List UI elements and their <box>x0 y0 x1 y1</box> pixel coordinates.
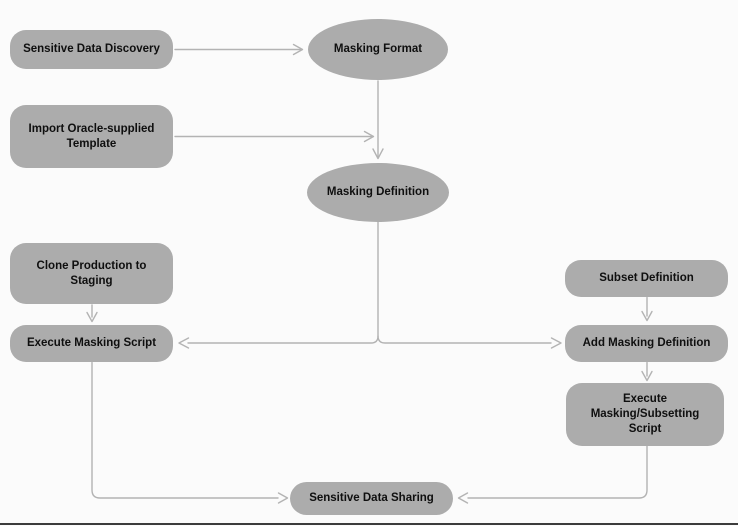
arrowhead-right-icon <box>277 492 289 504</box>
edge-execscript-to-sharing <box>91 361 289 504</box>
node-sensitive-data-discovery: Sensitive Data Discovery <box>10 30 173 69</box>
edge-discovery-to-format <box>174 43 304 56</box>
edge-import-to-spine <box>174 130 375 143</box>
edge-execms-to-sharing <box>457 445 648 504</box>
edge-format-to-definition <box>372 80 384 160</box>
arrowhead-left-icon <box>457 492 469 504</box>
edge-clone-to-execscript <box>86 304 98 323</box>
node-import-oracle-supplied-template: Import Oracle-supplied Template <box>10 105 173 168</box>
bottom-border-bar <box>0 523 738 525</box>
node-masking-definition: Masking Definition <box>307 163 449 222</box>
node-execute-masking-subsetting-script: Execute Masking/Subsetting Script <box>566 383 724 446</box>
arrowhead-down-icon <box>86 311 98 323</box>
node-sensitive-data-sharing: Sensitive Data Sharing <box>290 482 453 515</box>
node-clone-production-to-staging: Clone Production to Staging <box>10 243 173 304</box>
arrowhead-down-icon <box>372 148 384 160</box>
node-add-masking-definition: Add Masking Definition <box>565 325 728 362</box>
edge-definition-split <box>178 221 562 349</box>
node-execute-masking-script: Execute Masking Script <box>10 325 173 362</box>
arrowhead-right-icon <box>363 130 375 143</box>
node-subset-definition: Subset Definition <box>565 260 728 297</box>
arrowhead-left-icon <box>178 337 190 349</box>
edge-subset-to-addmask <box>641 296 653 322</box>
node-masking-format: Masking Format <box>308 19 448 80</box>
arrowhead-down-icon <box>641 370 653 382</box>
arrowhead-right-icon <box>550 337 562 349</box>
arrowhead-down-icon <box>641 310 653 322</box>
edge-addmask-to-execms <box>641 361 653 382</box>
arrowhead-right-icon <box>292 43 304 56</box>
